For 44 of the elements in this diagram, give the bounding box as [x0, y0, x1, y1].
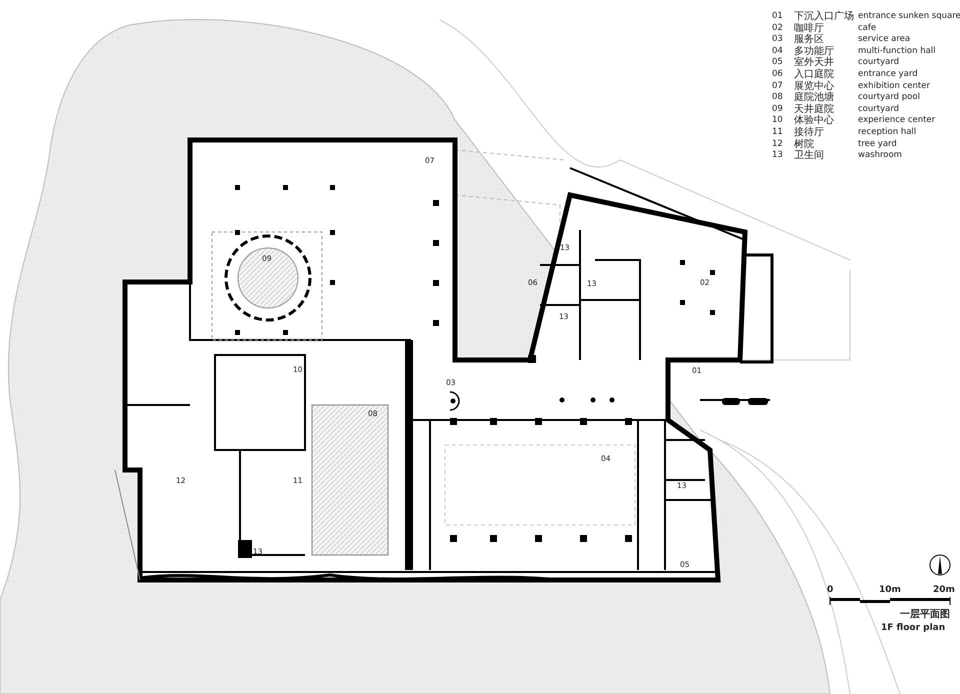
legend-number: 05 — [772, 58, 783, 67]
room-name: 多功能厅 — [794, 46, 834, 57]
room-name: 下沉入口广场 — [794, 12, 854, 22]
legend-number: 03 — [772, 35, 783, 44]
room-name: entrance sunken square — [858, 12, 960, 20]
room-name: reception hall — [858, 128, 916, 136]
scale-label: 10m — [879, 586, 901, 595]
room-name: washroom — [858, 151, 902, 160]
room-name: 卫生间 — [794, 151, 824, 162]
room-name: exhibition center — [858, 82, 930, 90]
legend-number: 13 — [772, 151, 783, 160]
room-name: experience center — [858, 116, 936, 125]
legend-number: 01 — [772, 12, 783, 20]
room-name: 咖啡厅 — [794, 24, 824, 34]
legend-number: 02 — [772, 24, 783, 32]
room-name: 体验中心 — [794, 116, 834, 126]
legend-number: 04 — [772, 46, 783, 56]
legend-number: 11 — [772, 128, 783, 136]
scale-label: 0 — [827, 586, 834, 595]
room-name: courtyard — [858, 104, 900, 114]
plan-title: 一层平面图 — [900, 610, 950, 620]
legend-number: 06 — [772, 70, 783, 78]
room-name: 接待厅 — [794, 128, 824, 138]
legend-number: 07 — [772, 82, 783, 90]
legend-number: 08 — [772, 93, 783, 102]
scale-label: 20m — [933, 586, 955, 595]
legend-number: 09 — [772, 104, 783, 114]
room-name: 树院 — [794, 140, 814, 150]
legend-number: 12 — [772, 140, 783, 148]
legend-number: 10 — [772, 116, 783, 125]
room-name: 服务区 — [794, 35, 824, 46]
room-name: 天井庭院 — [794, 104, 834, 115]
room-name: 入口庭院 — [794, 70, 834, 80]
room-name: service area — [858, 35, 910, 44]
plan-title: 1F floor plan — [881, 624, 946, 633]
room-name: tree yard — [858, 140, 897, 148]
room-name: 室外天井 — [794, 58, 834, 68]
room-name: courtyard — [858, 58, 900, 67]
room-name: multi-function hall — [858, 46, 936, 56]
room-name: entrance yard — [858, 70, 918, 78]
room-name: courtyard pool — [858, 93, 920, 102]
room-name: 庭院池塘 — [794, 93, 834, 104]
room-name: cafe — [858, 24, 876, 32]
room-name: 展览中心 — [794, 82, 834, 92]
